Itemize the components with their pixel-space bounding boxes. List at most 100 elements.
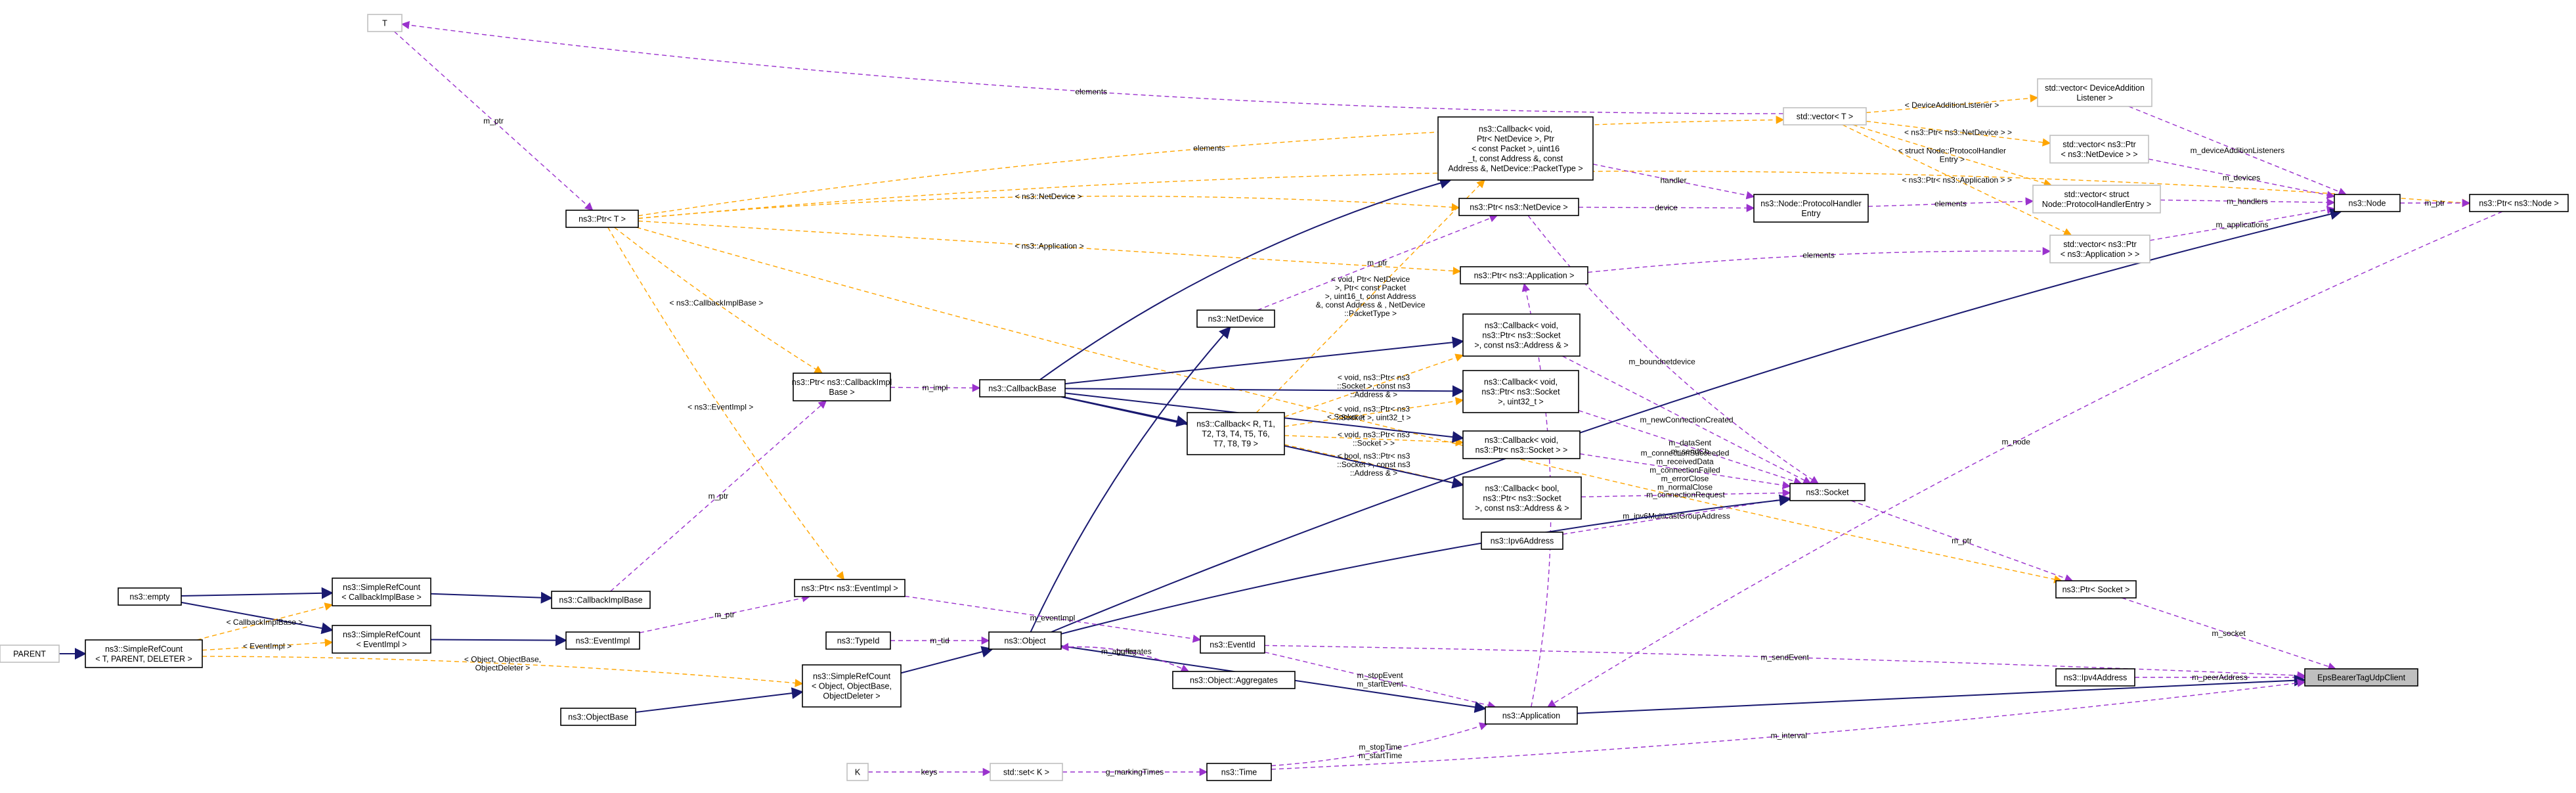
node-empty[interactable]: ns3::empty [118,587,182,606]
edge-label: elements [1075,87,1107,97]
node-object[interactable]: ns3::Object [988,631,1062,650]
edge-label: m_devices [2223,173,2260,183]
node-box [825,631,891,650]
node-set-k[interactable]: std::set< K > [990,763,1063,781]
node-box [2032,185,2161,214]
node-callback-base[interactable]: ns3::CallbackBase [979,379,1066,397]
node-label-line: ns3::Ptr< ns3::CallbackImpl [792,378,892,387]
node-cb-sock-uint[interactable]: ns3::Callback< void,ns3::Ptr< ns3::Socke… [1462,370,1579,413]
edge-label: keys [921,767,938,777]
node-k[interactable]: K [846,763,869,781]
edge-label: < void, ns3::Ptr< ns3 [1338,405,1410,414]
node-callback-impl-base[interactable]: ns3::CallbackImplBase [551,591,651,609]
node-protocol-handler-entry[interactable]: ns3::Node::ProtocolHandlerEntry [1753,194,1869,223]
node-label-line: < Object, ObjectBase, [812,682,892,691]
node-node[interactable]: ns3::Node [2334,194,2401,212]
node-event-impl[interactable]: ns3::EventImpl [565,631,640,650]
node-srctpd[interactable]: ns3::SimpleRefCount< T, PARENT, DELETER … [85,639,203,668]
node-box [1481,532,1563,550]
node-eps-bearer-tag-udp-client[interactable]: EpsBearerTagUdpClient [2304,668,2418,687]
edge-inherit-object-base-to-srcobject [635,687,804,714]
node-label-line: < ns3::NetDevice > > [2061,150,2137,159]
node-box [793,373,891,401]
node-ptr-net-device[interactable]: ns3::Ptr< ns3::NetDevice > [1458,198,1579,216]
edge-inherit-srccbimpl-to-callback-impl-base [430,591,553,604]
node-time[interactable]: ns3::Time [1206,763,1272,781]
edge-use-ptr-net-device-to-protocol-handler-entry [1578,204,1755,212]
node-cb-rt[interactable]: ns3::Callback< R, T1,T2, T3, T4, T5, T6,… [1187,412,1285,455]
node-vec-ptr-net-device[interactable]: std::vector< ns3::Ptr< ns3::NetDevice > … [2049,135,2149,164]
node-box [2037,78,2152,107]
edge-label: m_dataSent [1669,438,1711,447]
node-label-line: Address &, NetDevice::PacketType > [1448,164,1583,173]
node-box [2469,194,2569,212]
edge-use-time-to-application [1271,722,1488,767]
node-cb-sock[interactable]: ns3::Callback< void,ns3::Ptr< ns3::Socke… [1462,430,1581,459]
node-box [846,763,869,781]
node-aggregates[interactable]: ns3::Object::Aggregates [1172,671,1296,689]
node-vec-t[interactable]: std::vector< T > [1783,107,1867,125]
edge-label: m_connectionFailed [1649,465,1720,474]
node-socket[interactable]: ns3::Socket [1789,483,1866,501]
node-ptr-cbimpl-base[interactable]: ns3::Ptr< ns3::CallbackImplBase > [792,373,892,401]
node-box [118,587,182,606]
edge-inherit-application-to-eps-bearer-tag-udp-client [1577,674,2306,714]
node-event-id[interactable]: ns3::EventId [1200,635,1265,654]
node-label-line: ns3::Ptr< ns3::EventImpl > [801,584,898,593]
edge-label: handler [1660,176,1686,185]
node-label-line: < EventImpl > [356,640,406,649]
node-t[interactable]: T [367,14,403,32]
node-box [1458,198,1579,216]
node-cb-sock-addr[interactable]: ns3::Callback< void,ns3::Ptr< ns3::Socke… [1462,313,1581,357]
edge-inherit-callback-base-to-cb-sock-uint [1064,385,1464,397]
node-parent[interactable]: PARENT [0,645,60,663]
edge-label: m_newConnectionCreated [1640,415,1733,424]
node-label-line: ns3::Node::ProtocolHandler [1760,199,1862,208]
node-box [1462,430,1581,459]
node-box [802,664,902,708]
edge-label: m_node [2002,437,2031,446]
node-ipv6-address[interactable]: ns3::Ipv6Address [1481,532,1563,550]
node-srcevent-impl[interactable]: ns3::SimpleRefCount< EventImpl > [332,625,431,654]
node-box [988,631,1062,650]
node-box [1196,309,1275,328]
edge-label: m_interval [1771,731,1807,740]
node-ptr-node[interactable]: ns3::Ptr< ns3::Node > [2469,194,2569,212]
edge-label: < DeviceAdditionListener > [1905,101,1999,110]
node-vec-dal[interactable]: std::vector< DeviceAdditionListener > [2037,78,2152,107]
node-box [1187,412,1285,455]
node-ptr-event-impl[interactable]: ns3::Ptr< ns3::EventImpl > [794,579,906,597]
edge-use-event-impl-to-ptr-event-impl [639,594,811,633]
node-ptr-application[interactable]: ns3::Ptr< ns3::Application > [1460,266,1588,284]
node-object-base[interactable]: ns3::ObjectBase [560,708,636,726]
edge-inherit-callback-base-to-cb-net-device [1039,177,1452,380]
node-label-line: ns3::Callback< R, T1, [1196,420,1275,429]
node-label-line: std::vector< DeviceAddition [2045,83,2145,93]
node-cb-bool[interactable]: ns3::Callback< bool,ns3::Ptr< ns3::Socke… [1462,476,1582,520]
edge-label: ObjectDeleter > [475,663,531,672]
node-ipv4-address[interactable]: ns3::Ipv4Address [2055,668,2135,687]
edge-use-ptr-node-to-application [1546,211,2503,708]
node-label-line: ns3::SimpleRefCount [105,645,183,654]
node-label-line: std::vector< T > [1797,112,1853,122]
edge-label: < bool, ns3::Ptr< ns3 [1338,451,1410,461]
edge-label: >, uint16_t, const Address [1325,292,1416,301]
node-ptr-socket[interactable]: ns3::Ptr< Socket > [2055,580,2137,599]
node-srcobject[interactable]: ns3::SimpleRefCount< Object, ObjectBase,… [802,664,902,708]
node-net-device[interactable]: ns3::NetDevice [1196,309,1275,328]
node-label-line: std::vector< ns3::Ptr [2063,140,2136,149]
node-box [1485,706,1578,725]
edge-label: ::Socket >, uint32_t > [1336,413,1410,422]
node-label-line: ns3::Callback< void, [1479,125,1552,134]
node-vec-ptr-app[interactable]: std::vector< ns3::Ptr< ns3::Application … [2049,235,2150,263]
node-srccbimpl[interactable]: ns3::SimpleRefCount< CallbackImplBase > [332,578,431,606]
node-label-line: ns3::NetDevice [1208,315,1264,324]
edge-label: < ns3::Ptr< ns3::Application > > [1902,175,2011,185]
edge-template-ptr-t-to-ptr-cbimpl-base [614,227,823,374]
node-application[interactable]: ns3::Application [1485,706,1578,725]
node-vec-phe[interactable]: std::vector< structNode::ProtocolHandler… [2032,185,2161,214]
node-ptr-t[interactable]: ns3::Ptr< T > [565,210,639,228]
node-box [1206,763,1272,781]
node-cb-net-device[interactable]: ns3::Callback< void,Ptr< NetDevice >, Pt… [1437,116,1594,181]
node-type-id[interactable]: ns3::TypeId [825,631,891,650]
